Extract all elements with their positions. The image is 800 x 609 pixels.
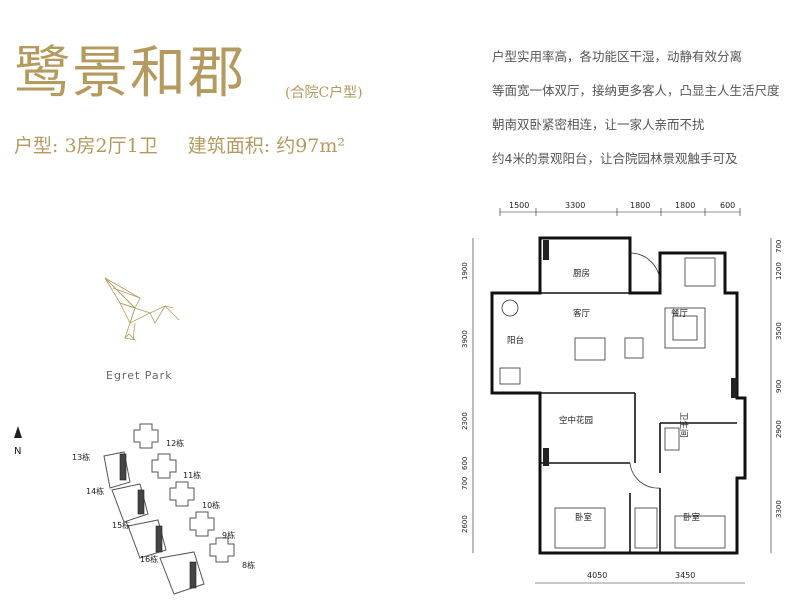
building-label: 16栋	[140, 554, 158, 564]
dim-right: 3300	[775, 500, 783, 518]
description-line: 朝南双卧紧密相连，让一家人亲而不扰	[492, 117, 705, 132]
description-line: 等面宽一体双厅，接纳更多客人，凸显主人生活尺度	[492, 83, 780, 98]
layout-value: 3房2厅1卫	[64, 135, 158, 157]
dim-bottom: 4050	[587, 571, 607, 580]
building-label: 9栋	[222, 530, 235, 540]
area-spec: 建筑面积: 约97m²	[188, 135, 345, 157]
dim-top: 3300	[565, 201, 585, 210]
building-label: 12栋	[166, 438, 184, 448]
dim-top: 1500	[509, 201, 529, 210]
area-value: 约97m²	[276, 135, 346, 157]
building-label: 11栋	[183, 470, 201, 480]
building-label: 14栋	[86, 486, 104, 496]
room-bed1-label: 卧室	[575, 512, 593, 523]
room-balcony-label: 阳台	[507, 335, 524, 346]
dim-left: 2600	[461, 515, 469, 533]
dim-left: 600	[461, 457, 469, 470]
project-subtitle: (合院C户型)	[285, 85, 363, 101]
area-label: 建筑面积:	[187, 135, 271, 157]
building-label: 10栋	[202, 500, 220, 510]
description-line: 约4米的景观阳台，让合院园林景观触手可及	[492, 151, 738, 166]
layout-spec: 户型: 3房2厅1卫	[14, 135, 158, 157]
room-kitchen-label: 厨房	[573, 268, 590, 279]
room-bed2-label: 卧室	[683, 512, 701, 523]
dim-right: 1200	[775, 262, 783, 280]
dim-top: 1800	[675, 201, 695, 210]
dim-left: 2300	[461, 412, 469, 430]
dim-right: 2900	[775, 420, 783, 438]
room-living-label: 客厅	[573, 308, 591, 319]
dim-left: 700	[461, 477, 469, 490]
dim-top: 1800	[630, 201, 650, 210]
site-plan: N 12栋 11栋 10栋 9栋 8栋 13栋 14栋 15栋 16栋	[14, 423, 255, 595]
north-arrow: N	[14, 426, 22, 457]
brand-name: Egret Park	[106, 369, 173, 382]
description-block: 户型实用率高，各功能区干湿，动静有效分离 等面宽一体双厅，接纳更多客人，凸显主人…	[492, 40, 792, 176]
dim-left: 1900	[461, 262, 469, 280]
building-label: 8栋	[242, 560, 255, 570]
building-label: 13栋	[72, 452, 90, 462]
building-label: 15栋	[112, 520, 130, 530]
description-line: 户型实用率高，各功能区干湿，动静有效分离	[492, 49, 743, 64]
dim-top: 600	[720, 201, 735, 210]
project-title: 鹭景和郡	[14, 41, 246, 106]
dim-left: 3900	[461, 330, 469, 348]
room-bath-label: 卫生间	[678, 412, 689, 438]
dim-right: 900	[775, 380, 783, 393]
room-garden-label: 空中花园	[559, 415, 593, 426]
floor-plan: 1500 3300 1800 1800 600 1900 3900 2300 6…	[461, 201, 783, 584]
specs-line: 户型: 3房2厅1卫 建筑面积: 约97m²	[14, 131, 369, 158]
layout-label: 户型:	[14, 135, 59, 157]
dim-right: 700	[775, 240, 783, 253]
dim-bottom: 3450	[675, 571, 695, 580]
dim-right: 3500	[775, 322, 783, 340]
room-dining-label: 餐厅	[671, 309, 689, 319]
egret-logo-icon	[104, 277, 180, 341]
north-label: N	[14, 446, 21, 457]
